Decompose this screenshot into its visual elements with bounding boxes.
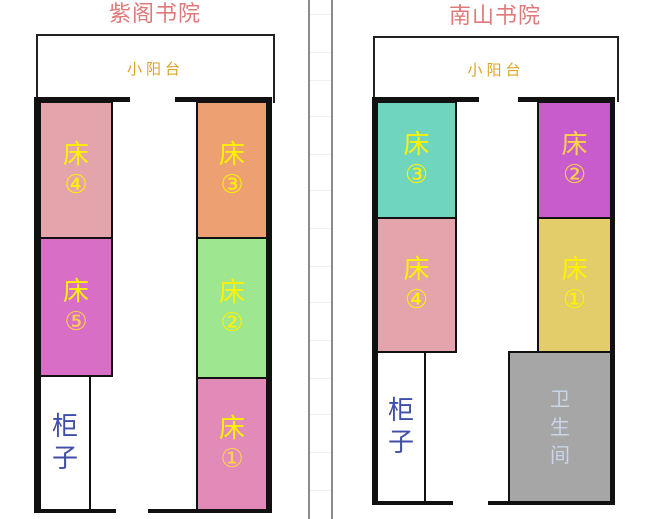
grid-line bbox=[310, 378, 331, 379]
dorm-title: 紫阁书院 bbox=[108, 2, 201, 27]
grid-line bbox=[310, 190, 331, 191]
grid-line bbox=[310, 154, 331, 155]
bathroom-label-2: 生 bbox=[550, 415, 570, 439]
balcony-label: 小阳台 bbox=[467, 61, 525, 79]
wall-top-right bbox=[175, 97, 272, 102]
wall-top-left bbox=[372, 97, 479, 102]
bed-number: ④ bbox=[64, 170, 88, 200]
wall-left bbox=[372, 97, 378, 505]
wall-bottom-right bbox=[148, 509, 272, 513]
wall-right bbox=[609, 97, 615, 505]
bed-3[interactable]: 床 ③ bbox=[376, 101, 457, 219]
grid-line bbox=[310, 266, 331, 267]
bed-label: 床 bbox=[218, 414, 245, 444]
grid-line bbox=[310, 80, 331, 81]
grid-line bbox=[310, 228, 331, 229]
grid-line bbox=[310, 14, 331, 15]
balcony-label: 小阳台 bbox=[126, 60, 184, 78]
grid-line bbox=[310, 340, 331, 341]
bed-number: ① bbox=[220, 444, 244, 474]
bed-5[interactable]: 床 ⑤ bbox=[39, 237, 113, 377]
bathroom[interactable]: 卫 生 间 bbox=[508, 351, 612, 503]
wall-bottom-right bbox=[488, 501, 615, 505]
bed-1[interactable]: 床 ① bbox=[196, 377, 268, 511]
grid-line bbox=[310, 52, 331, 53]
cabinet[interactable]: 柜 子 bbox=[376, 351, 426, 503]
cabinet-label-2: 子 bbox=[387, 428, 414, 458]
bed-number: ⑤ bbox=[64, 307, 88, 337]
panel-divider-left bbox=[308, 0, 310, 519]
balcony: 小阳台 bbox=[373, 36, 619, 102]
bed-number: ③ bbox=[404, 160, 429, 190]
dorm-title: 南山书院 bbox=[448, 4, 541, 29]
bed-label: 床 bbox=[561, 255, 588, 285]
bed-4[interactable]: 床 ④ bbox=[39, 101, 113, 239]
cabinet-label-1: 柜 bbox=[51, 412, 78, 442]
bed-1[interactable]: 床 ① bbox=[537, 217, 612, 353]
bathroom-label-3: 间 bbox=[550, 443, 570, 467]
bed-2[interactable]: 床 ② bbox=[196, 237, 268, 379]
wall-left bbox=[34, 97, 40, 513]
bed-number: ② bbox=[562, 160, 587, 190]
grid-line bbox=[310, 414, 331, 415]
bed-label: 床 bbox=[218, 140, 245, 170]
bed-3[interactable]: 床 ③ bbox=[196, 101, 268, 239]
cabinet-label-2: 子 bbox=[51, 444, 78, 474]
bed-label: 床 bbox=[62, 277, 89, 307]
bed-number: ② bbox=[220, 308, 244, 338]
wall-bottom-left bbox=[34, 509, 116, 513]
cabinet[interactable]: 柜 子 bbox=[39, 375, 91, 511]
bed-number: ④ bbox=[404, 285, 429, 315]
bathroom-label-1: 卫 bbox=[550, 387, 570, 411]
grid-line bbox=[310, 116, 331, 117]
balcony: 小阳台 bbox=[36, 34, 275, 103]
bed-label: 床 bbox=[218, 278, 245, 308]
grid-line bbox=[310, 302, 331, 303]
wall-top-right bbox=[518, 97, 615, 102]
bed-2[interactable]: 床 ② bbox=[537, 101, 612, 219]
bed-label: 床 bbox=[62, 140, 89, 170]
wall-top-left bbox=[34, 97, 130, 102]
bed-label: 床 bbox=[403, 255, 430, 285]
bed-number: ① bbox=[562, 285, 587, 315]
grid-line bbox=[310, 490, 331, 491]
wall-right bbox=[266, 97, 272, 513]
panel-divider-right bbox=[331, 0, 333, 519]
cabinet-label-1: 柜 bbox=[387, 396, 414, 426]
wall-bottom-left bbox=[372, 501, 453, 505]
bed-4[interactable]: 床 ④ bbox=[376, 217, 457, 353]
grid-line bbox=[310, 452, 331, 453]
bed-label: 床 bbox=[561, 130, 588, 160]
bed-label: 床 bbox=[403, 130, 430, 160]
bed-number: ③ bbox=[220, 170, 244, 200]
